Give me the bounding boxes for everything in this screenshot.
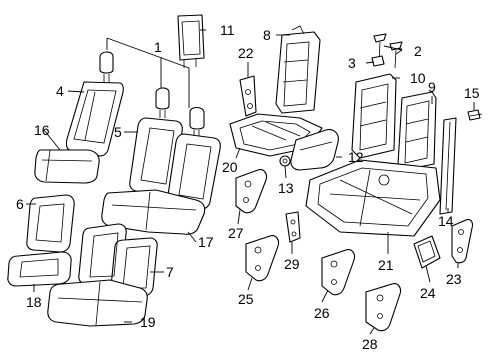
hinge-bracket (239, 75, 257, 117)
hinge-plate (321, 249, 356, 296)
callout-19: 19 (140, 314, 156, 330)
trim-rail (439, 117, 457, 215)
callout-27: 27 (228, 225, 244, 241)
callout-14: 14 (438, 213, 454, 229)
seat-cover-pad (290, 129, 339, 171)
side-bracket-upper (235, 169, 268, 214)
seatback-frame-top (177, 14, 205, 68)
seatback-left (65, 81, 124, 157)
callout-12: 12 (348, 149, 364, 165)
callout-bracket-1 (106, 37, 190, 108)
seatback-frame-right (397, 91, 437, 171)
callout-17: 17 (198, 234, 214, 250)
cushion-pad-double (47, 279, 148, 327)
headrest-mid (155, 87, 170, 118)
seat-base-frame (305, 159, 441, 237)
seatback-frame (275, 25, 321, 114)
seatback-double (129, 117, 221, 210)
side-bracket-lower (245, 235, 280, 282)
callout-15: 15 (464, 85, 480, 101)
callout-29: 29 (284, 256, 300, 272)
callout-16: 16 (34, 122, 50, 138)
callout-24: 24 (420, 285, 436, 301)
cushion-pad-left (7, 251, 72, 287)
callout-28: 28 (362, 336, 378, 352)
cushion-left (34, 149, 100, 184)
cushion-double (101, 189, 206, 235)
callout-22: 22 (238, 45, 254, 61)
callout-23: 23 (446, 271, 462, 287)
callout-26: 26 (314, 305, 330, 321)
callout-10: 10 (410, 70, 426, 86)
callout-20: 20 (222, 159, 238, 175)
callout-21: 21 (378, 257, 394, 273)
adjust-knob (279, 155, 291, 167)
callout-5: 5 (114, 124, 122, 140)
leader-lines (26, 29, 475, 335)
side-panel (413, 235, 441, 269)
callout-1: 1 (154, 39, 162, 55)
bolt (467, 109, 483, 121)
headrest-right (189, 106, 205, 138)
callout-25: 25 (238, 291, 254, 307)
callout-3: 3 (348, 55, 356, 71)
headrest-left (99, 51, 114, 82)
clip (371, 55, 385, 67)
callout-7: 7 (166, 264, 174, 280)
callout-8: 8 (263, 27, 271, 43)
callout-2: 2 (414, 43, 422, 59)
callout-18: 18 (26, 294, 42, 310)
callout-11: 11 (220, 22, 235, 38)
latch-bracket (285, 211, 301, 243)
seatback-frame-mid (351, 73, 397, 159)
fastener-set (373, 33, 403, 69)
hinge-plate-lower (365, 283, 402, 332)
side-bracket-right (451, 218, 474, 264)
callout-4: 4 (56, 83, 64, 99)
callout-9: 9 (428, 79, 436, 95)
callout-6: 6 (16, 196, 24, 212)
callout-13: 13 (278, 180, 294, 196)
